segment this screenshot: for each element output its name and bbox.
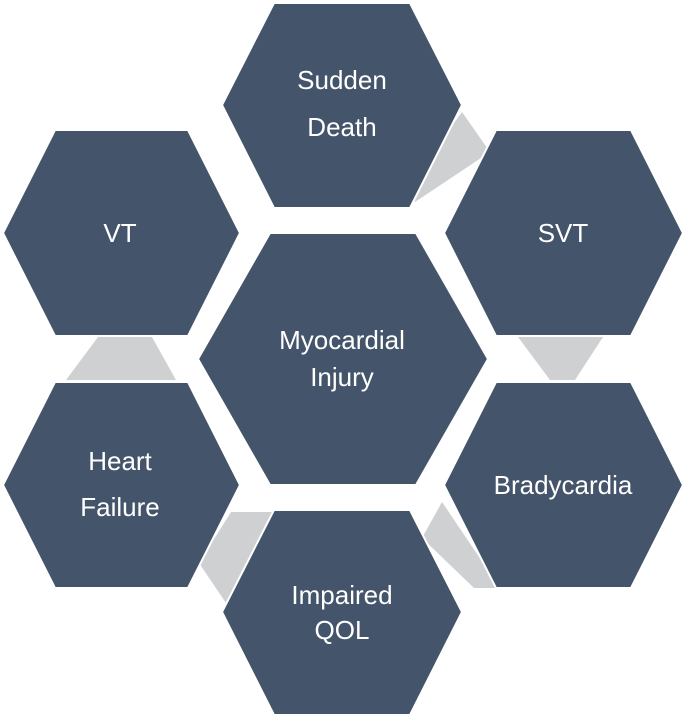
label-heart-failure-line-1: Heart [88,446,152,476]
label-bradycardia: Bradycardia [494,470,633,500]
label-sudden-death-line-2: Death [307,112,376,142]
hexagon-myocardial-injury [196,232,490,486]
label-sudden-death-line-1: Sudden [297,65,387,95]
hexagon-heart-failure [1,381,242,589]
label-impaired-qol-line-1: Impaired [291,580,392,610]
label-vt: VT [103,218,136,248]
connector-bradycardia-impaired-qol [422,502,500,588]
label-myocardial-injury-line-1: Myocardial [279,325,405,355]
label-myocardial-injury-line-2: Injury [310,362,374,392]
label-heart-failure-line-2: Failure [80,492,159,522]
connector-sudden-death-svt [407,112,490,202]
hexagon-sudden-death [220,2,464,209]
label-svt: SVT [538,218,589,248]
hexagon-bradycardia [442,381,685,589]
hexagon-impaired-qol [220,509,464,716]
label-impaired-qol-line-2: QOL [315,615,370,645]
hexagon-svt [442,129,685,337]
connector-heart-failure-vt [66,337,176,380]
hexagon-vt [1,129,242,337]
labels: Sudden Death SVT VT Myocardial Injury He… [80,65,633,645]
connector-svt-bradycardia [518,337,603,380]
